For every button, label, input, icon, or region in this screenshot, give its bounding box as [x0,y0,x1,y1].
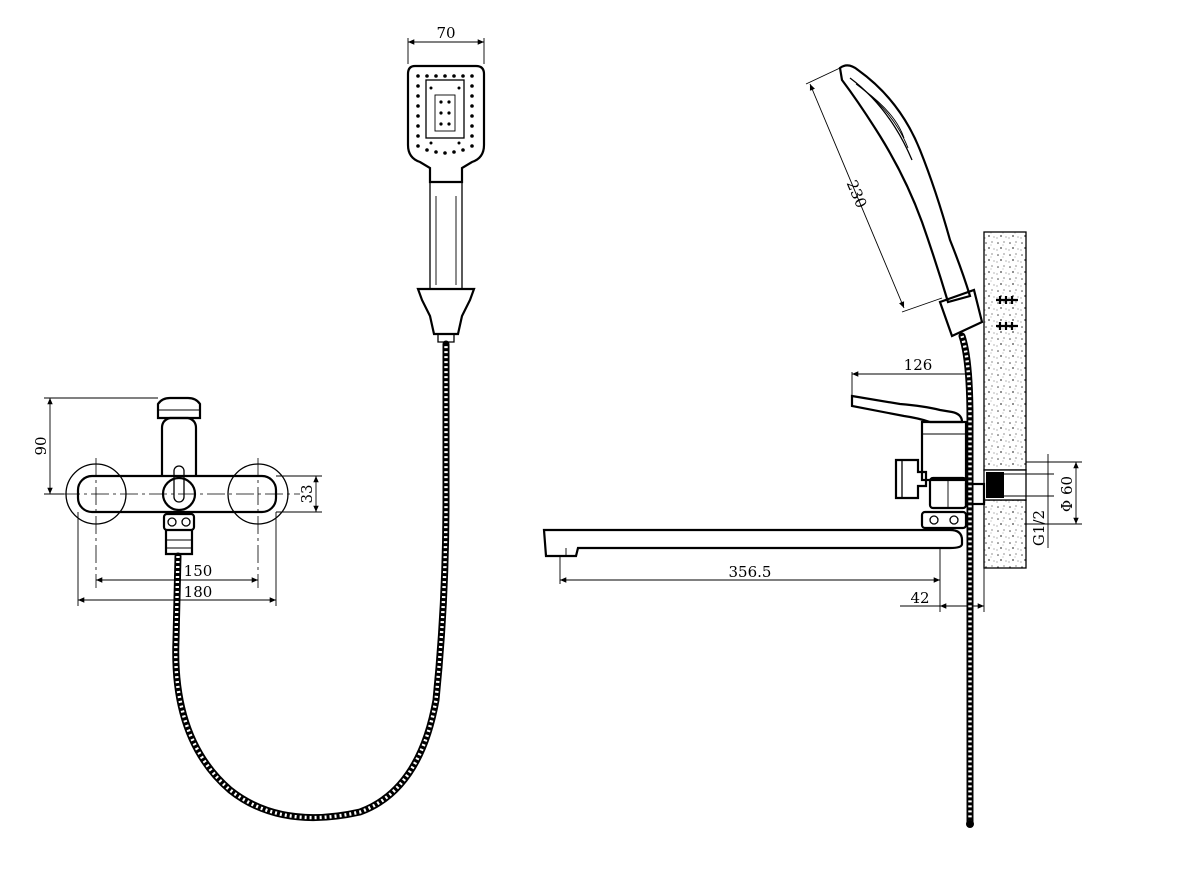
dim-150-label: 150 [184,562,213,580]
dim-escutcheon-diameter: Φ 60 [1026,461,1082,525]
spray-nozzles [416,74,474,155]
handshower-front [406,64,486,343]
cartridge-body-side [894,420,986,530]
dim-body-height: 90 [32,397,158,495]
dim-thread-size: G1/2 [1004,454,1054,548]
dim-90-label: 90 [32,436,50,455]
dim-inlet-height: 33 [276,475,322,513]
mixer-body-front [65,396,289,556]
dim-126-label: 126 [904,356,933,374]
dim-handshower-width: 70 [407,24,485,64]
dim-lever-length: 126 [851,356,972,396]
dim-180-label: 180 [184,583,213,601]
dim-g12-label: G1/2 [1030,510,1048,546]
dim-phi60-label: Φ 60 [1058,476,1076,512]
dim-230-label: 230 [843,177,871,210]
shower-hose-front [172,340,450,822]
dim-356-5-label: 356.5 [729,563,772,581]
inlet-thread-block [986,472,1004,498]
dim-33-label: 33 [298,484,316,503]
dim-handshower-length: 230 [805,67,943,313]
wall-anchors [996,296,1018,330]
wall-upper [983,231,1027,471]
front-view: 70 [32,24,486,822]
shower-hose-side [958,332,974,828]
lever-handle-side [850,394,964,424]
wall-lower [983,499,1027,569]
dim-spout-length: 356.5 [559,548,941,612]
side-view: 230 126 [542,64,1082,828]
dim-70-label: 70 [436,24,455,42]
dim-42-label: 42 [910,589,929,607]
spout-side [542,528,964,558]
